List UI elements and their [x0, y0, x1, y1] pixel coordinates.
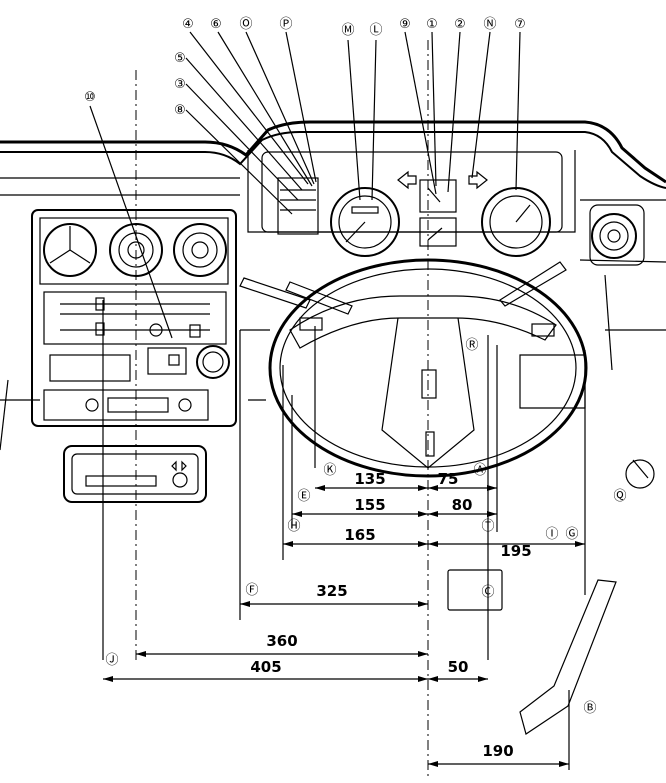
right-vent [589, 204, 645, 266]
callout-6: ⑥ [210, 17, 222, 32]
callout-3: ③ [174, 77, 186, 92]
callout-N: Ⓝ [483, 17, 496, 32]
callout-L: Ⓛ [369, 23, 382, 38]
center-stack [31, 209, 237, 503]
callout-G: Ⓖ [565, 527, 578, 542]
dim-325: 325 [316, 582, 347, 600]
dim-135: 135 [354, 470, 385, 488]
callout-5: ⑤ [174, 51, 186, 66]
dimension-lines [103, 485, 585, 767]
dim-190: 190 [482, 742, 513, 760]
callout-A: Ⓐ [473, 463, 486, 478]
callout-8: ⑧ [174, 103, 186, 118]
dim-165: 165 [344, 526, 375, 544]
callout-9: ⑨ [399, 17, 411, 32]
dim-75: 75 [438, 470, 459, 488]
leader-lines [89, 31, 649, 479]
callout-Q: Ⓠ [613, 489, 626, 504]
callout-K: Ⓚ [323, 463, 336, 478]
dim-50: 50 [448, 658, 469, 676]
callout-B: Ⓑ [583, 701, 596, 716]
callout-C: Ⓒ [481, 585, 494, 600]
callout-4: ④ [182, 17, 194, 32]
dim-80: 80 [452, 496, 473, 514]
callout-R: Ⓡ [465, 338, 478, 353]
callout-E: Ⓔ [297, 489, 310, 504]
dim-195: 195 [500, 542, 531, 560]
callout-H: Ⓗ [287, 519, 300, 534]
callout-7: ⑦ [514, 17, 526, 32]
pedals [447, 459, 655, 735]
dim-405: 405 [250, 658, 281, 676]
callout-10: ⑩ [84, 90, 96, 105]
callout-P: Ⓟ [279, 17, 292, 32]
callout-M: Ⓜ [341, 23, 354, 38]
callout-2: ② [454, 17, 466, 32]
dimension-labels: 135 75 155 80 165 195 325 360 405 50 190 [250, 470, 531, 760]
center-axis [102, 40, 586, 778]
callout-F: Ⓕ [245, 583, 258, 598]
callout-O: Ⓞ [239, 17, 252, 32]
callout-I: Ⓘ [545, 527, 558, 542]
instrument-cluster [261, 151, 563, 257]
dim-360: 360 [266, 632, 297, 650]
callout-labels: ④ ⑥ Ⓞ Ⓟ Ⓜ Ⓛ ⑨ ① ② Ⓝ ⑦ ⑤ ③ ⑧ ⑩ Ⓡ Ⓚ Ⓐ Ⓔ Ⓣ … [84, 17, 626, 716]
callout-1: ① [426, 17, 438, 32]
callout-T: Ⓣ [481, 519, 494, 534]
dim-155: 155 [354, 496, 385, 514]
callout-J: Ⓙ [105, 653, 118, 668]
dashboard-outline [0, 120, 666, 451]
